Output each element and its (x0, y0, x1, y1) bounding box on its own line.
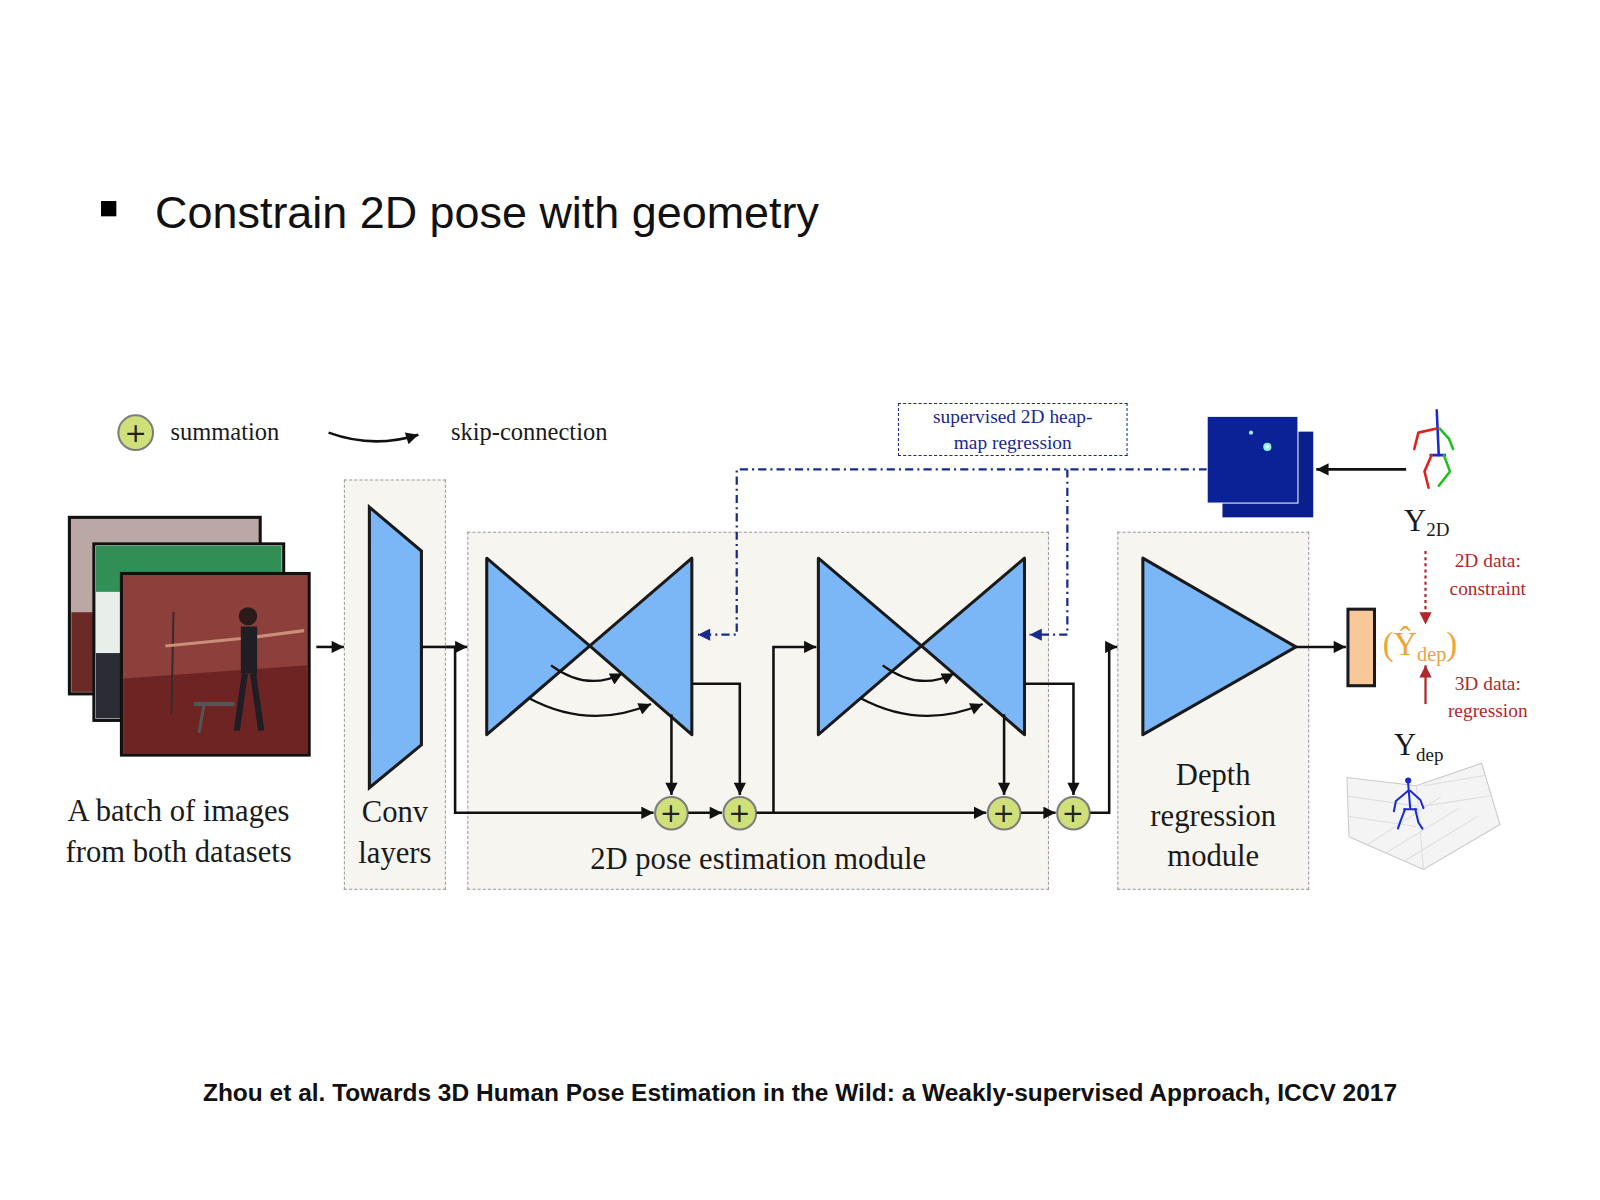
slide-title: Constrain 2D pose with geometry (155, 185, 819, 239)
output-vector (1348, 609, 1375, 686)
data-flow-arrow (1090, 647, 1117, 813)
symbol-base: (Ŷ (1383, 626, 1417, 663)
hourglass (818, 558, 1024, 735)
data-flow-arrow (1021, 811, 1056, 814)
data-flow-arrow (316, 646, 344, 649)
image-stack (69, 517, 309, 755)
skeleton-2d (1414, 410, 1453, 488)
input-images: A batch of images from both datasets (41, 515, 317, 877)
citation-caption: Zhou et al. Towards 3D Human Pose Estima… (0, 1078, 1600, 1108)
regression-arrow (1424, 665, 1426, 704)
symbol-base: Y (1394, 728, 1416, 762)
hourglass-skips (529, 665, 983, 716)
heatmaps (1207, 416, 1313, 517)
heatmap-supervision-lines (698, 469, 1207, 634)
legend-label: skip-connection (451, 417, 607, 446)
plot-3d (1347, 763, 1500, 869)
legend-sum-symbol (118, 415, 153, 450)
bullet (101, 201, 116, 216)
hourglass (487, 558, 692, 735)
depth-triangle (1143, 558, 1296, 735)
constraint-arrow (1424, 551, 1426, 624)
legend-skip-arrow (329, 433, 419, 442)
conv-module: Conv layers (344, 480, 446, 890)
symbol-subscript: 2D (1426, 519, 1449, 540)
math-symbol: Ydep (1394, 727, 1444, 764)
data-flow-arrow (446, 647, 654, 813)
symbol-subscript: dep (1416, 743, 1443, 764)
data-flow-arrow (688, 811, 722, 814)
sum-symbol: + (1062, 799, 1084, 826)
connector-layer (316, 647, 1117, 813)
math-symbol: Y2D (1404, 502, 1449, 539)
summation-node: + (654, 795, 689, 830)
summation-node: + (986, 795, 1021, 830)
wire (1316, 468, 1406, 471)
sum-symbol: + (728, 799, 750, 826)
node-label: 2D pose estimation module (590, 839, 926, 880)
symbol-tail: ) (1446, 626, 1457, 663)
legend-label: summation (170, 417, 279, 446)
symbol-subscript: dep (1417, 643, 1446, 665)
conv-trapezoid (369, 507, 421, 788)
symbol-base: Y (1404, 503, 1426, 537)
sum-symbol: + (992, 799, 1014, 826)
node-label: A batch of images from both datasets (41, 791, 317, 873)
node-label: Conv layers (345, 792, 445, 874)
depth-module: Depth regression module (1117, 532, 1309, 890)
node-label: Depth regression module (1118, 754, 1308, 876)
node-label: supervised 2D heap-map regression (926, 404, 1100, 455)
arrow-note: 2D data: constraint (1437, 548, 1539, 602)
module-wires (671, 647, 1073, 813)
wire (421, 646, 445, 649)
sum-symbol: + (660, 799, 682, 826)
arrow-note: 3D data: regression (1437, 670, 1539, 724)
wire (1296, 646, 1346, 649)
data-flow-arrow (446, 646, 467, 649)
supervision-box: supervised 2D heap-map regression (898, 403, 1128, 456)
data-flow-arrow (757, 811, 987, 814)
math-symbol: (Ŷdep) (1383, 624, 1458, 663)
summation-node: + (722, 795, 757, 830)
summation-node: + (1056, 795, 1091, 830)
pose-2d-module: 2D pose estimation module++++ (467, 532, 1049, 890)
legend-sum-sign: + (118, 419, 153, 446)
